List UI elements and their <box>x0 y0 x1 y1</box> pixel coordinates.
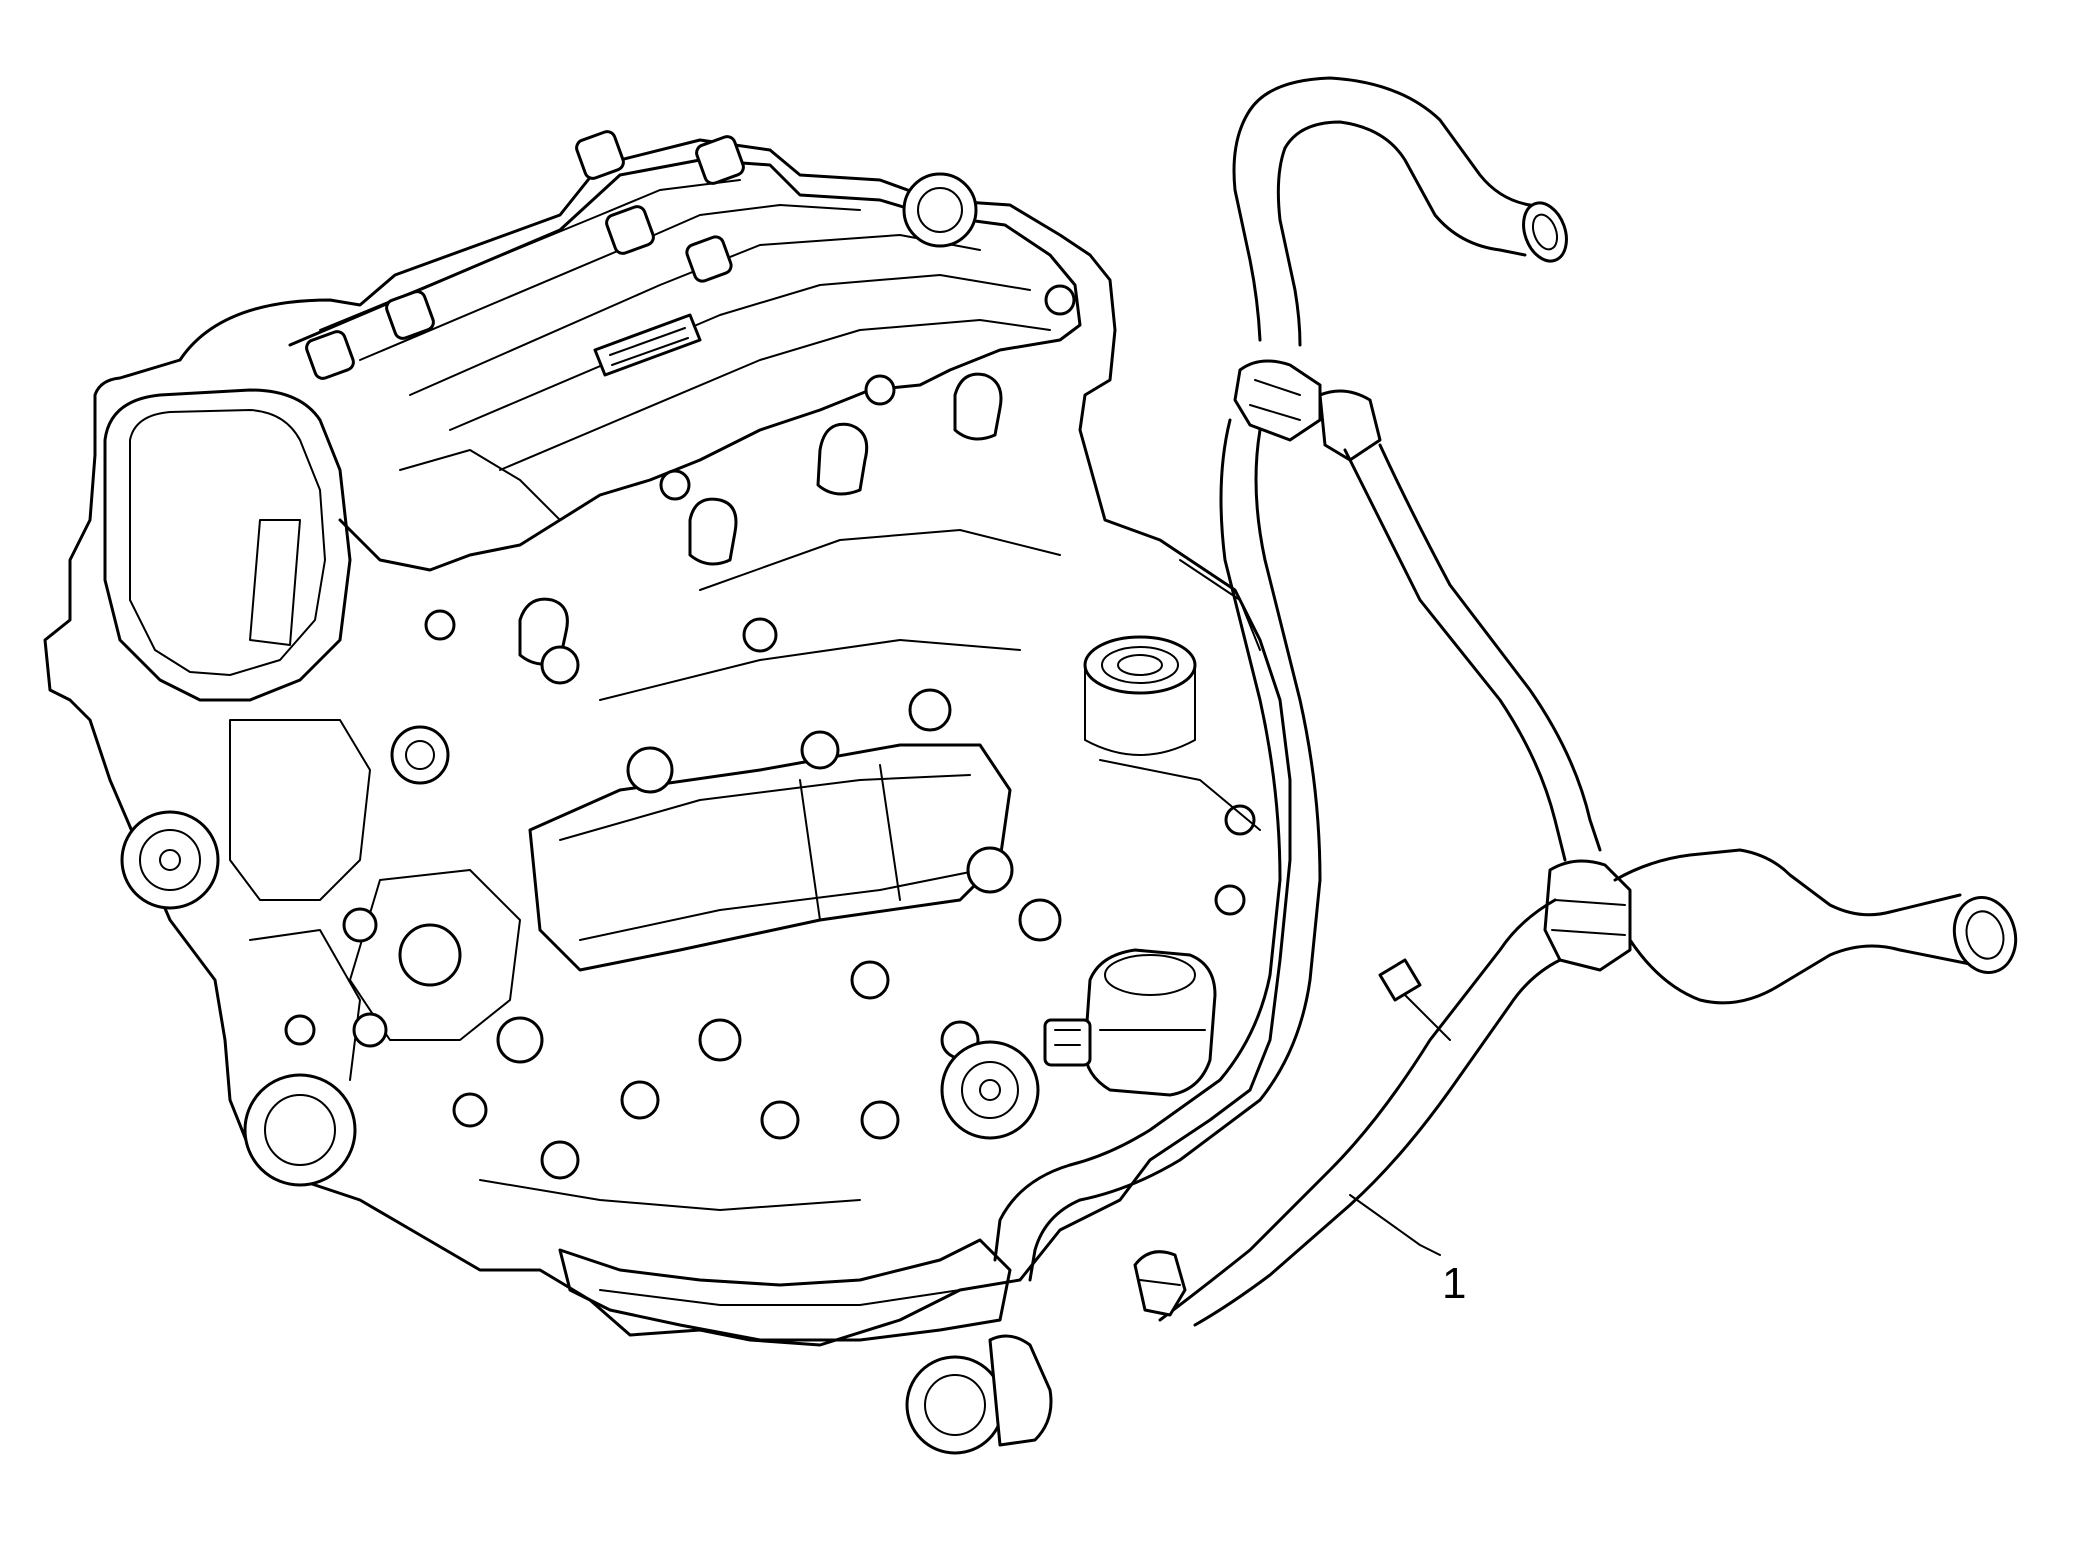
pulley <box>120 810 220 910</box>
upper-hose-end <box>1522 201 1568 263</box>
long-hose-inner <box>1378 443 1602 852</box>
callout-label: 1 <box>1442 1259 1466 1308</box>
starter-motor <box>1083 948 1217 1097</box>
lower-hose-clamp <box>1543 859 1632 972</box>
oil-pan <box>558 1238 1012 1342</box>
crank-housing <box>940 1040 1040 1140</box>
upper-hose-outer <box>1248 76 1557 214</box>
valve-cover <box>288 158 1082 572</box>
block-bosses <box>284 617 1256 1180</box>
upper-hose-inner <box>1283 120 1527 257</box>
engine-assembly <box>43 130 1292 1455</box>
callout-leader-line <box>1349 1194 1441 1256</box>
callout-1: 1 <box>1349 1194 1466 1308</box>
right-branch-outer <box>1613 848 1962 917</box>
water-pump <box>905 1334 1053 1455</box>
heater-hose-assembly <box>993 76 2018 1327</box>
lower-hose-outer <box>1158 898 1557 1322</box>
upper-hose-clamp <box>1233 359 1382 462</box>
side-hose-outer <box>1078 428 1322 1202</box>
engine-outline <box>43 138 1292 1347</box>
hose-bracket <box>1378 958 1451 1041</box>
timing-cover <box>103 388 352 702</box>
lower-hose-inner <box>1193 958 1562 1327</box>
oil-filter-housing <box>1083 635 1197 756</box>
lower-hose-clip <box>1133 1250 1187 1317</box>
cam-sprocket <box>243 1073 357 1187</box>
sensor-connector <box>1043 1018 1092 1067</box>
right-branch-inner <box>1628 938 1977 1005</box>
side-hose-inner <box>1068 418 1282 1167</box>
right-branch-end <box>1952 895 2018 975</box>
coil-bosses <box>305 130 1076 641</box>
label-plate <box>593 313 702 377</box>
long-hose-outer <box>1343 448 1567 862</box>
